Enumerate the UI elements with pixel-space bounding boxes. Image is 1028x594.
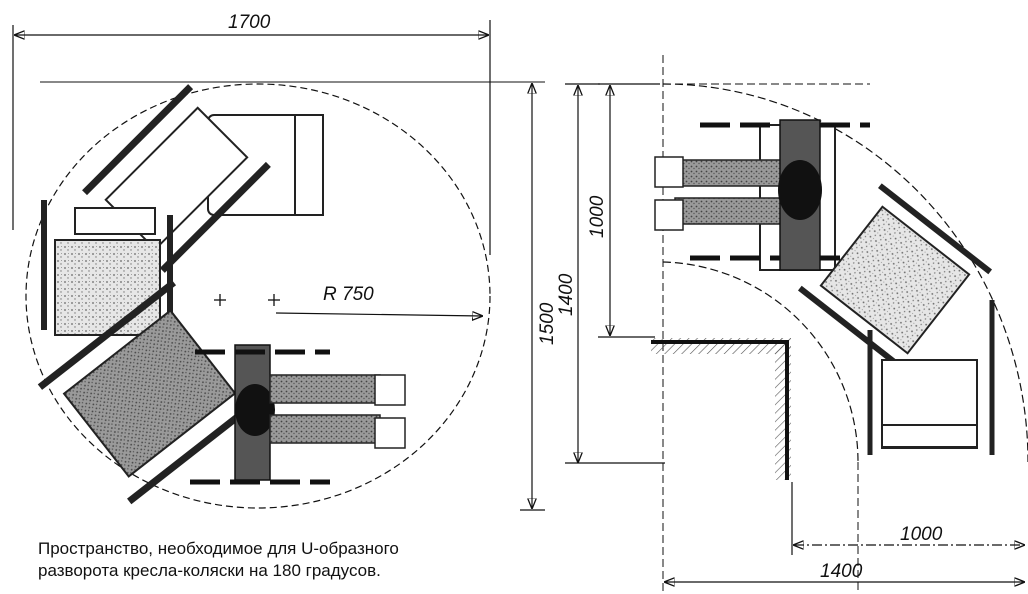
horizontal-dimension-1400: 1400 xyxy=(665,561,1024,582)
width-dimension-1700: 1700 xyxy=(12,12,491,255)
height-dimension-1500: 1500 xyxy=(520,84,558,511)
radius-line xyxy=(275,313,482,316)
vertical-inner-label: 1000 xyxy=(587,195,608,238)
person-seated-figure xyxy=(190,344,406,485)
right-figure: 1400 1000 xyxy=(556,55,1028,594)
left-figure: 1700 1500 R 750 xyxy=(12,12,558,511)
vertical-dimension-1400: 1400 xyxy=(556,83,665,464)
radius-label: R 750 xyxy=(323,284,374,305)
wheelchair-figure xyxy=(867,300,995,455)
wheelchair-figure xyxy=(82,84,324,273)
corner-wall xyxy=(651,338,791,480)
caption-line-2: разворота кресла-коляски на 180 градусов… xyxy=(38,561,381,580)
turning-circle xyxy=(25,83,491,509)
caption-line-1: Пространство, необходимое для U-образног… xyxy=(38,539,399,558)
caption: Пространство, необходимое для U-образног… xyxy=(38,538,508,582)
center-cross-icon xyxy=(214,294,280,306)
person-seated-figure xyxy=(654,119,822,271)
vertical-dimension-1000: 1000 xyxy=(587,83,660,338)
width-label: 1700 xyxy=(228,12,271,33)
height-label: 1500 xyxy=(537,302,558,345)
wheelchair-figure xyxy=(41,200,173,336)
vertical-outer-label: 1400 xyxy=(556,273,577,316)
horizontal-outer-label: 1400 xyxy=(820,561,863,582)
horizontal-inner-label: 1000 xyxy=(900,524,943,545)
horizontal-dimension-1000: 1000 xyxy=(791,482,1024,555)
